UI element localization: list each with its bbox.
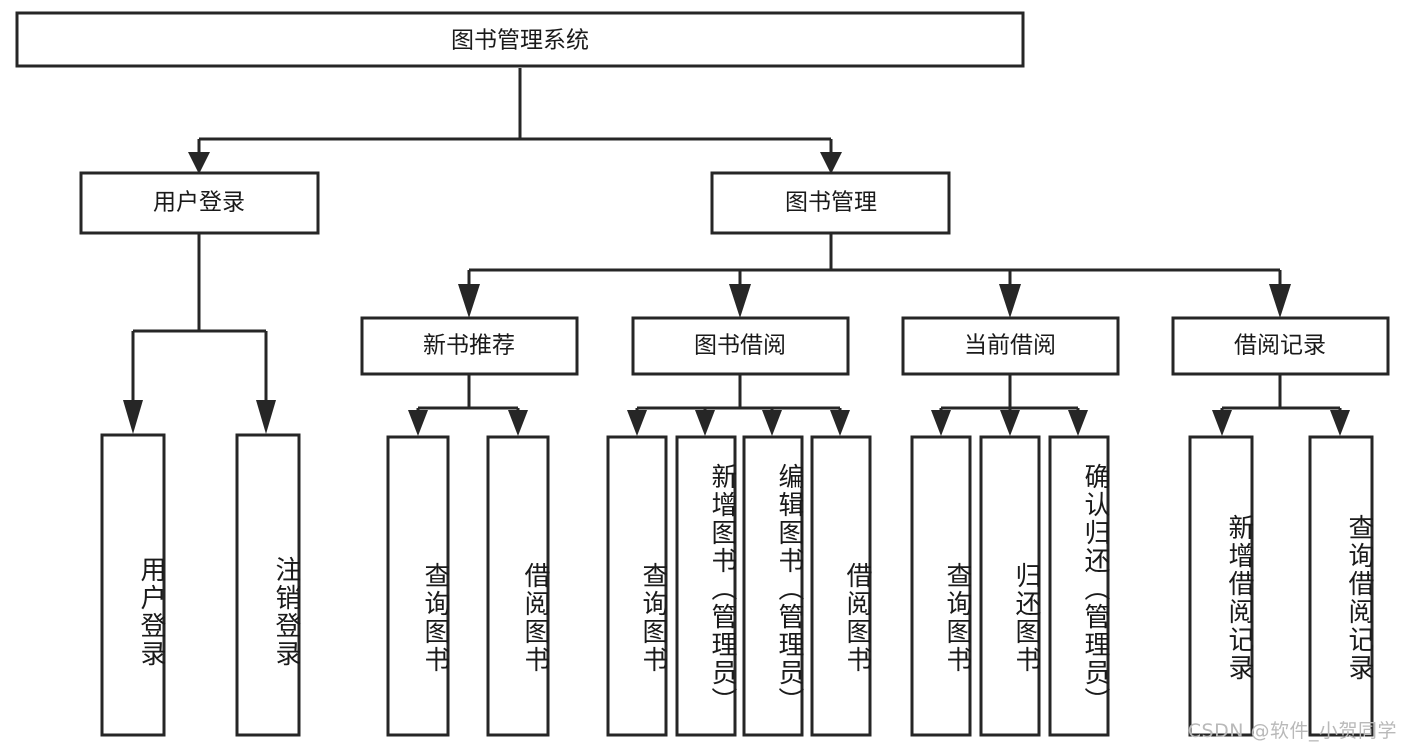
node-leaf-user-logout-box[interactable]: [235, 433, 301, 737]
arrowhead-user-login: [188, 152, 210, 174]
node-borrow-record-label: 借阅记录: [1234, 333, 1326, 359]
node-current-borrow-box[interactable]: [901, 316, 1120, 376]
arrowhead-leaf-borrow-book-2: [830, 410, 850, 436]
node-root[interactable]: 图书管理系统: [15, 11, 1025, 68]
arrowhead-leaf-confirm-return: [1068, 410, 1088, 436]
node-user-login-label: 用户登录: [153, 190, 245, 216]
node-borrow-record-box[interactable]: [1171, 316, 1390, 376]
node-leaf-query-book-3-box[interactable]: [910, 435, 972, 737]
node-leaf-add-record-box[interactable]: [1188, 435, 1254, 737]
node-user-login-box[interactable]: [79, 171, 320, 235]
node-book-manage-box[interactable]: [710, 171, 951, 235]
node-leaf-confirm-return-box[interactable]: [1048, 435, 1110, 737]
arrowhead-leaf-query-book-2: [627, 410, 647, 436]
node-leaf-query-book-2-box[interactable]: [606, 435, 668, 737]
arrowhead-leaf-user-logout: [256, 400, 276, 434]
node-leaf-user-login-box[interactable]: [100, 433, 166, 737]
node-book-borrow[interactable]: 图书借阅: [631, 316, 850, 376]
arrowhead-leaf-return-book: [1000, 410, 1020, 436]
node-leaf-edit-book-box[interactable]: [742, 435, 804, 737]
arrowhead-new-book-recommend: [458, 284, 480, 318]
node-current-borrow-label: 当前借阅: [964, 333, 1056, 359]
node-leaf-add-book-box[interactable]: [675, 435, 737, 737]
node-current-borrow[interactable]: 当前借阅: [901, 316, 1120, 376]
node-leaf-borrow-book-2-box[interactable]: [810, 435, 872, 737]
node-new-book-recommend[interactable]: 新书推荐: [360, 316, 579, 376]
node-root-box[interactable]: [15, 11, 1025, 68]
node-leaf-return-book-box[interactable]: [979, 435, 1041, 737]
connector-layer: [123, 68, 1350, 436]
node-new-book-recommend-label: 新书推荐: [423, 333, 515, 359]
node-leaf-query-record-box[interactable]: [1308, 435, 1374, 737]
node-borrow-record[interactable]: 借阅记录: [1171, 316, 1390, 376]
arrowhead-book-borrow: [729, 284, 751, 318]
watermark-text: CSDN @软件_小贺同学: [1187, 720, 1397, 742]
node-book-manage-label: 图书管理: [785, 190, 877, 216]
arrowhead-leaf-edit-book: [762, 410, 782, 436]
node-book-manage[interactable]: 图书管理: [710, 171, 951, 235]
node-new-book-recommend-box[interactable]: [360, 316, 579, 376]
node-book-borrow-label: 图书借阅: [694, 333, 786, 359]
arrowhead-leaf-query-book-3: [931, 410, 951, 436]
arrowhead-book-manage: [820, 152, 842, 174]
node-book-borrow-box[interactable]: [631, 316, 850, 376]
arrowhead-leaf-query-record: [1330, 410, 1350, 436]
arrowhead-leaf-add-book: [695, 410, 715, 436]
arrowhead-leaf-user-login: [123, 400, 143, 434]
node-user-login[interactable]: 用户登录: [79, 171, 320, 235]
node-leaf-query-book-1-box[interactable]: [386, 435, 450, 737]
node-root-label: 图书管理系统: [451, 28, 589, 54]
arrowhead-borrow-record: [1269, 284, 1291, 318]
arrowhead-leaf-query-book-1: [408, 410, 428, 436]
arrowhead-leaf-borrow-book-1: [508, 410, 528, 436]
arrowhead-current-borrow: [999, 284, 1021, 318]
node-leaf-borrow-book-1-box[interactable]: [486, 435, 550, 737]
arrowhead-leaf-add-record: [1212, 410, 1232, 436]
